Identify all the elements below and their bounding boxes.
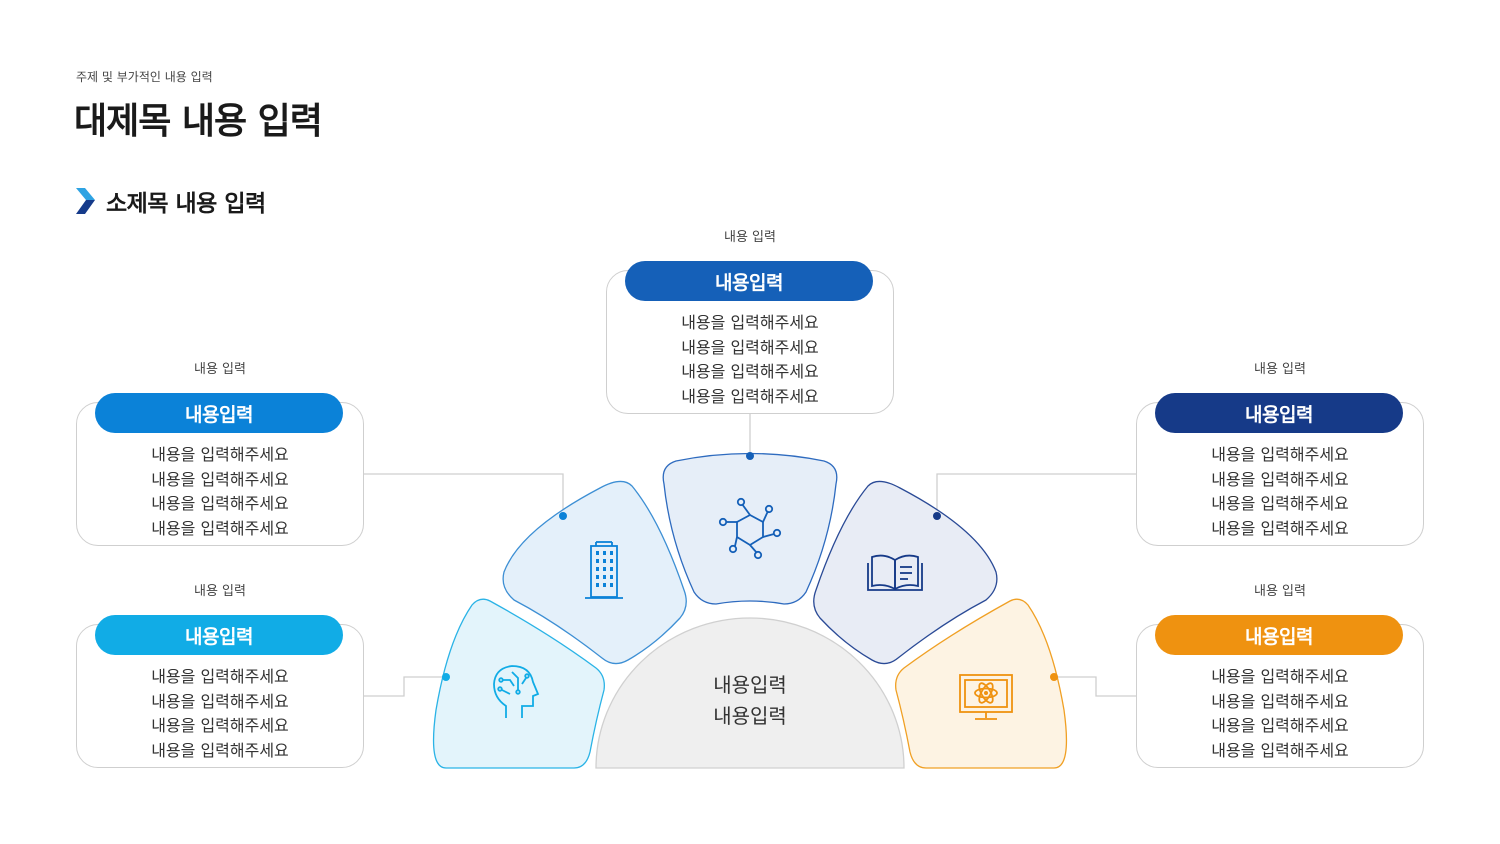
card-line: 내용을 입력해주세요 bbox=[151, 667, 289, 686]
card-line: 내용을 입력해주세요 bbox=[151, 740, 289, 760]
card-line: 내용을 입력해주세요 bbox=[1211, 716, 1349, 736]
center-semicircle bbox=[595, 617, 905, 769]
card-left-bottom-label: 내용 입력 bbox=[194, 584, 246, 599]
card-line: 내용을 입력해주세요 bbox=[681, 362, 819, 382]
connector-right-top bbox=[936, 473, 1136, 516]
card-line: 내용을 입력해주세요 bbox=[681, 386, 819, 406]
card-top-pill: 내용입력 bbox=[625, 261, 873, 301]
dot-right-top bbox=[933, 512, 941, 520]
card-line: 내용을 입력해주세요 bbox=[1211, 691, 1349, 711]
card-right-bottom-pill: 내용입력 bbox=[1155, 615, 1403, 655]
card-left-top-body: 내용을 입력해주세요 내용을 입력해주세요 내용을 입력해주세요 내용을 입력해… bbox=[77, 443, 363, 541]
book-icon bbox=[867, 554, 923, 591]
dot-left-bottom bbox=[442, 673, 450, 681]
dot-top bbox=[746, 452, 754, 460]
dot-left-top bbox=[559, 512, 567, 520]
card-right-bottom-body: 내용을 입력해주세요 내용을 입력해주세요 내용을 입력해주세요 내용을 입력해… bbox=[1137, 665, 1423, 763]
segment-left-bottom bbox=[432, 598, 605, 769]
brain-head-icon bbox=[493, 665, 540, 718]
building-icon bbox=[585, 541, 623, 599]
card-line: 내용을 입력해주세요 bbox=[151, 494, 289, 514]
center-line: 내용입력 bbox=[713, 673, 787, 697]
molecule-icon bbox=[718, 497, 782, 560]
card-right-top-pill: 내용입력 bbox=[1155, 393, 1403, 433]
card-line: 내용을 입력해주세요 bbox=[681, 337, 819, 357]
connector-right-bottom bbox=[1054, 676, 1136, 697]
building-windows bbox=[596, 551, 613, 587]
card-line: 내용을 입력해주세요 bbox=[1211, 740, 1349, 760]
center-line: 내용입력 bbox=[713, 704, 787, 728]
section-header: 소제목 내용 입력 bbox=[76, 184, 266, 218]
segment-left-top bbox=[502, 480, 687, 665]
card-line: 내용을 입력해주세요 bbox=[151, 518, 289, 538]
section-title: 소제목 내용 입력 bbox=[106, 191, 266, 217]
card-left-top-label: 내용 입력 bbox=[194, 362, 246, 377]
segment-top bbox=[662, 452, 838, 605]
card-line: 내용을 입력해주세요 bbox=[151, 691, 289, 711]
card-top: 내용입력 내용을 입력해주세요 내용을 입력해주세요 내용을 입력해주세요 내용… bbox=[606, 261, 894, 414]
card-line: 내용을 입력해주세요 bbox=[1211, 518, 1349, 538]
card-line: 내용을 입력해주세요 bbox=[151, 445, 289, 464]
dot-right-bottom bbox=[1050, 673, 1058, 681]
card-line: 내용을 입력해주세요 bbox=[681, 313, 819, 332]
page-title: 대제목 내용 입력 bbox=[74, 101, 323, 142]
connector-left-top bbox=[363, 473, 564, 516]
atom-nucleus bbox=[984, 691, 988, 695]
chevron-right-icon bbox=[76, 188, 95, 214]
connector-left-bottom bbox=[363, 676, 446, 697]
center-label: 내용입력 내용입력 bbox=[650, 670, 850, 732]
card-top-body: 내용을 입력해주세요 내용을 입력해주세요 내용을 입력해주세요 내용을 입력해… bbox=[607, 311, 893, 409]
card-left-bottom: 내용입력 내용을 입력해주세요 내용을 입력해주세요 내용을 입력해주세요 내용… bbox=[76, 615, 364, 768]
card-right-bottom: 내용입력 내용을 입력해주세요 내용을 입력해주세요 내용을 입력해주세요 내용… bbox=[1136, 615, 1424, 768]
card-right-top-body: 내용을 입력해주세요 내용을 입력해주세요 내용을 입력해주세요 내용을 입력해… bbox=[1137, 443, 1423, 541]
card-right-bottom-label: 내용 입력 bbox=[1254, 584, 1306, 599]
card-line: 내용을 입력해주세요 bbox=[151, 716, 289, 736]
card-left-top: 내용입력 내용을 입력해주세요 내용을 입력해주세요 내용을 입력해주세요 내용… bbox=[76, 393, 364, 546]
page-subtitle: 주제 및 부가적인 내용 입력 bbox=[76, 70, 213, 84]
card-left-top-pill: 내용입력 bbox=[95, 393, 343, 433]
card-line: 내용을 입력해주세요 bbox=[1211, 494, 1349, 514]
card-line: 내용을 입력해주세요 bbox=[1211, 667, 1349, 686]
card-right-top-label: 내용 입력 bbox=[1254, 362, 1306, 377]
card-line: 내용을 입력해주세요 bbox=[151, 469, 289, 489]
card-line: 내용을 입력해주세요 bbox=[1211, 469, 1349, 489]
monitor-atom-icon bbox=[959, 674, 1013, 720]
card-right-top: 내용입력 내용을 입력해주세요 내용을 입력해주세요 내용을 입력해주세요 내용… bbox=[1136, 393, 1424, 546]
card-line: 내용을 입력해주세요 bbox=[1211, 445, 1349, 464]
card-left-bottom-pill: 내용입력 bbox=[95, 615, 343, 655]
card-top-label: 내용 입력 bbox=[724, 230, 776, 245]
card-left-bottom-body: 내용을 입력해주세요 내용을 입력해주세요 내용을 입력해주세요 내용을 입력해… bbox=[77, 665, 363, 763]
